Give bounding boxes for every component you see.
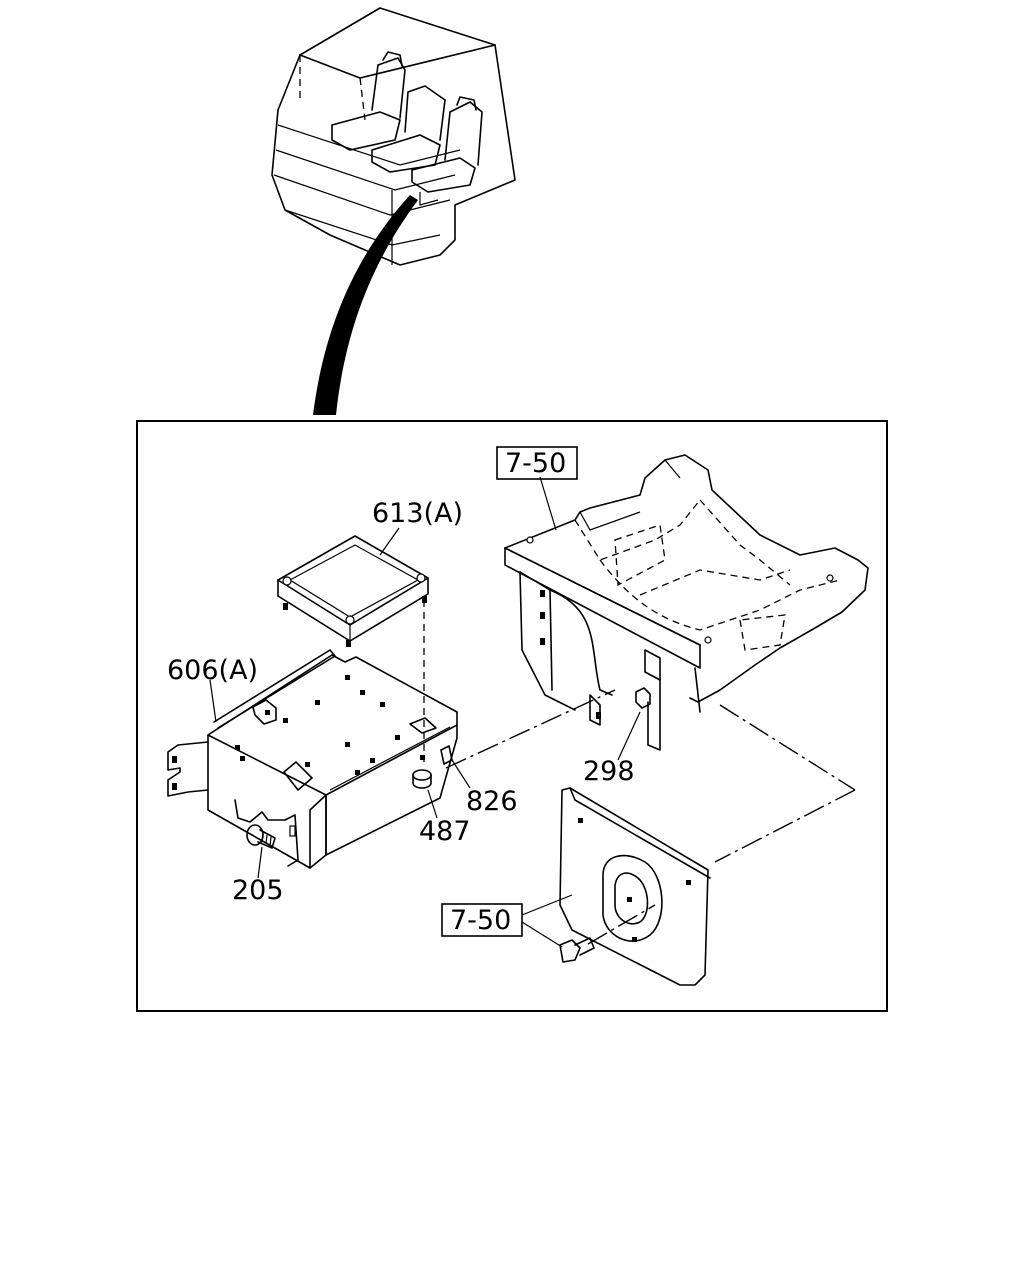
- cover-plate: [559, 787, 711, 986]
- bolt-cover: [559, 937, 595, 963]
- callout-205: 205: [232, 875, 284, 906]
- callout-298: 298: [583, 756, 635, 787]
- ref-box-bottom: [441, 903, 523, 937]
- callout-ref-top: 7-50: [505, 448, 566, 479]
- callout-ref-bottom: 7-50: [450, 905, 511, 936]
- grommet-487: [412, 769, 432, 789]
- ref-box-top: [496, 446, 578, 480]
- frame-member: [504, 454, 869, 751]
- nut-298: [635, 687, 651, 709]
- zoom-leader: [313, 195, 418, 415]
- cab-overview: [271, 7, 516, 266]
- detail-frame: [136, 420, 888, 1012]
- callout-606a: 606(A): [167, 655, 258, 686]
- mounting-bracket: [167, 649, 458, 869]
- bolt-205: [246, 824, 276, 849]
- ecu-unit: [277, 535, 429, 647]
- callout-613a: 613(A): [372, 498, 463, 529]
- callout-487: 487: [419, 816, 471, 847]
- stud-826: [440, 745, 453, 765]
- callout-826: 826: [466, 786, 518, 817]
